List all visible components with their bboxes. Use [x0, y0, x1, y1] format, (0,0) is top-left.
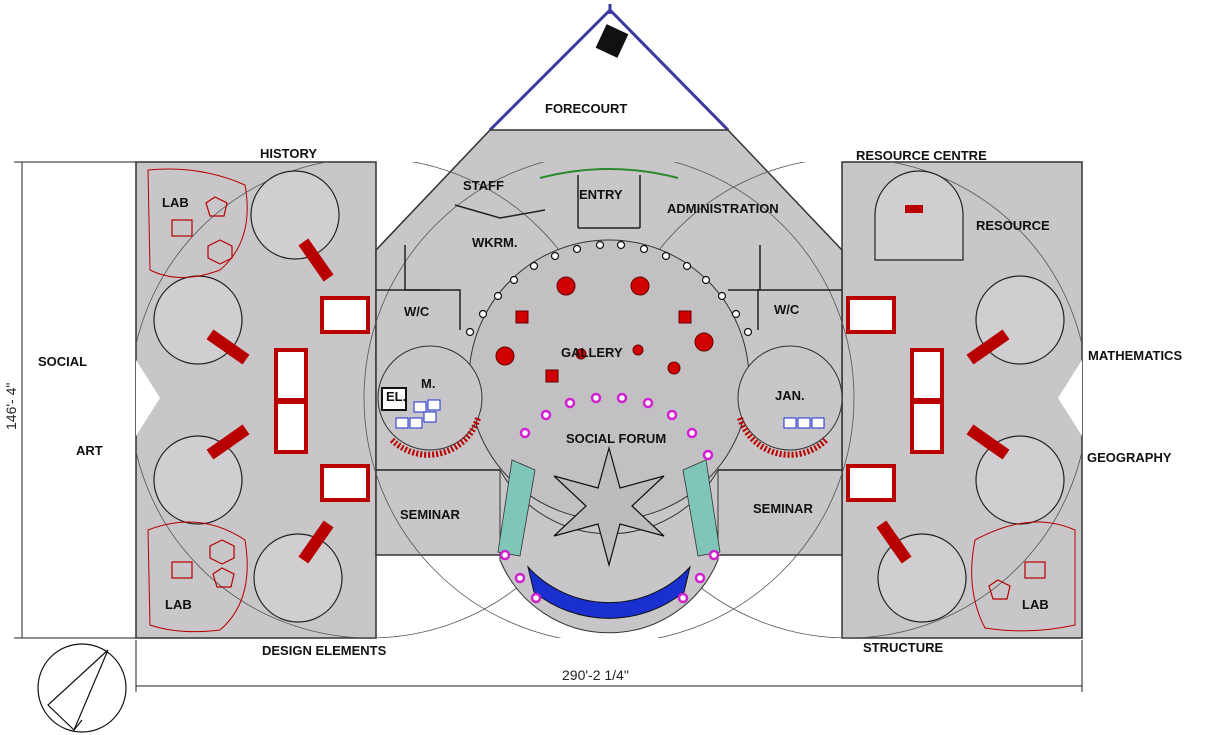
gallery-hall	[377, 239, 843, 521]
label-entry: ENTRY	[579, 187, 623, 202]
dimension-width: 290'-2 1/4"	[562, 667, 629, 683]
dimension-lines	[14, 161, 1083, 692]
elevator-box	[381, 387, 407, 411]
label-wc-left: W/C	[404, 304, 430, 319]
label-mathematics: MATHEMATICS	[1088, 348, 1182, 363]
room-labels: FORECOURT HISTORY RESOURCE CENTRE STAFF …	[38, 101, 1182, 658]
entry-canopy	[539, 168, 679, 179]
label-art: ART	[76, 443, 103, 458]
dimension-height: 146'- 4"	[3, 383, 19, 430]
social-forum	[497, 445, 721, 634]
label-structure: STRUCTURE	[863, 640, 943, 655]
label-staff: STAFF	[463, 178, 504, 193]
label-forecourt: FORECOURT	[545, 101, 627, 116]
label-lab-top-left: LAB	[162, 195, 189, 210]
label-gallery: GALLERY	[561, 345, 623, 360]
label-lab-bottom-left: LAB	[165, 597, 192, 612]
label-social-forum: SOCIAL FORUM	[566, 431, 666, 446]
label-seminar-right: SEMINAR	[753, 501, 814, 516]
north-arrow-icon	[37, 643, 127, 733]
label-seminar-left: SEMINAR	[400, 507, 461, 522]
interior-walls	[376, 175, 842, 471]
lab-areas	[147, 168, 1076, 633]
label-history: HISTORY	[260, 146, 317, 161]
label-m: M.	[421, 376, 435, 391]
label-social: SOCIAL	[38, 354, 87, 369]
sculpture-icon	[595, 24, 629, 58]
label-administration: ADMINISTRATION	[667, 201, 779, 216]
label-lab-bottom-right: LAB	[1022, 597, 1049, 612]
star-sculpture-icon	[553, 445, 665, 568]
label-wc-right: W/C	[774, 302, 800, 317]
label-wkrm: WKRM.	[472, 235, 518, 250]
furniture-clusters	[206, 205, 1010, 564]
label-resource-centre: RESOURCE CENTRE	[856, 148, 987, 163]
lab-fixtures	[171, 196, 1046, 600]
label-jan: JAN.	[775, 388, 805, 403]
forecourt-area	[488, 4, 730, 132]
desk-blocks	[274, 296, 944, 502]
label-geography: GEOGRAPHY	[1087, 450, 1172, 465]
column-markers	[499, 392, 720, 604]
gallery-columns	[495, 276, 714, 383]
entry-column-arc	[465, 240, 753, 337]
label-design-elements: DESIGN ELEMENTS	[262, 643, 387, 658]
label-el: EL.	[386, 389, 406, 404]
service-boxes	[395, 399, 825, 429]
right-classrooms	[874, 170, 1065, 623]
label-resource: RESOURCE	[976, 218, 1050, 233]
